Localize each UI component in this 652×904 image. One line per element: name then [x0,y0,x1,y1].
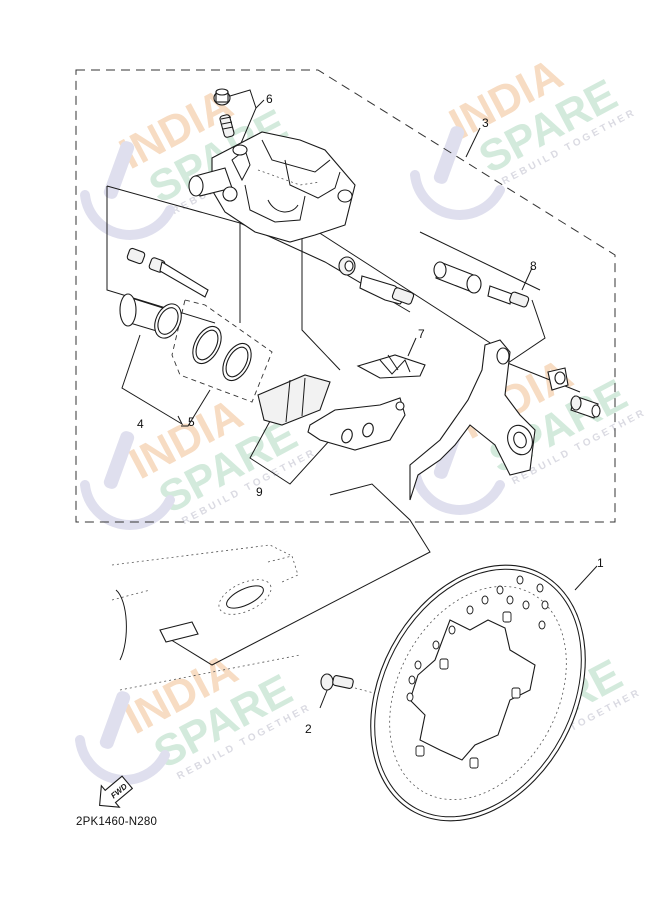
pad-support-spring [356,354,426,379]
callout-4: 4 [137,417,144,431]
callout-6: 6 [266,92,273,106]
forward-direction-arrow: FWD [99,775,134,808]
slide-pin-hardware [338,256,530,308]
bleed-screw-set [213,88,235,138]
watermark: INDIA SPARE REBUILD TOGETHER INDIA SPARE… [75,49,648,785]
callout-2: 2 [305,722,312,736]
seal-kit-boundary [171,299,273,403]
callout-7: 7 [418,327,425,341]
caliper-piston [119,293,182,339]
brake-disc [370,564,586,822]
assembly-boundary [75,69,616,523]
disc-bolt [320,673,354,691]
callout-3: 3 [482,116,489,130]
caliper-body [188,131,356,243]
callout-labels: 1 2 3 4 5 6 7 8 9 [137,92,604,736]
piston-seals [192,325,252,382]
drawing-code: 2PK1460-N280 [76,816,158,828]
caliper-bracket [409,339,601,501]
swingarm-phantom [111,544,301,691]
callout-9: 9 [256,485,263,499]
brake-pads [257,374,406,451]
callout-8: 8 [530,259,537,273]
boot-and-slide-pin [126,247,209,298]
callout-1: 1 [597,556,604,570]
callout-5: 5 [188,415,195,429]
